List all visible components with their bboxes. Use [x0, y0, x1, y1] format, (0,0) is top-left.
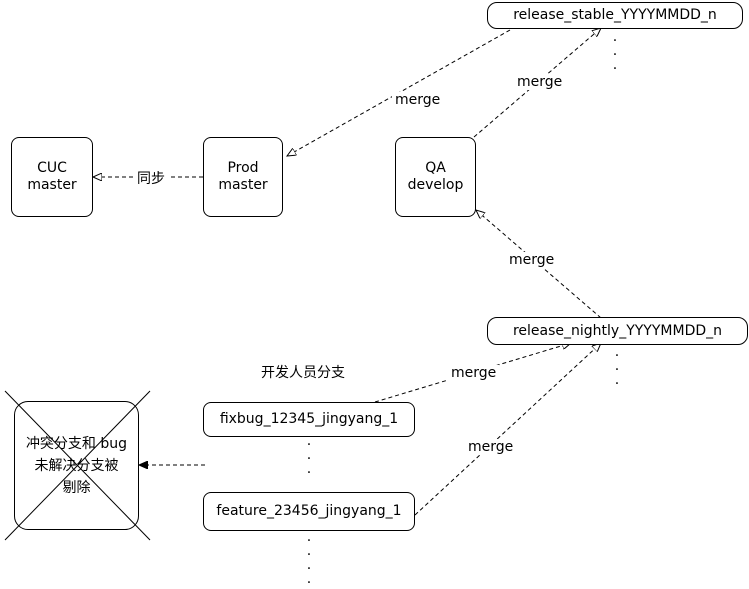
ellipsis-dot: . — [306, 461, 312, 477]
release-nightly-node[interactable]: release_nightly_YYYYMMDD_n — [487, 317, 748, 345]
stable-ellipsis: . . . — [610, 30, 620, 72]
edge-fixbug-to-nightly — [374, 343, 571, 403]
merge-label-nightly-to-qa: merge — [506, 252, 558, 268]
release-stable-node[interactable]: release_stable_YYYYMMDD_n — [487, 2, 743, 29]
sync-label: 同步 — [134, 168, 168, 188]
deleted-branches-node[interactable]: 冲突分支和 bug 未解决分支被 剔除 — [14, 401, 139, 530]
ellipsis-dot: . — [612, 57, 618, 73]
ellipsis-dot: . — [306, 447, 312, 463]
merge-label-qa-to-stable: merge — [514, 74, 566, 90]
cuc-master-node[interactable]: CUC master — [11, 137, 93, 217]
ellipsis-dot: . — [306, 571, 312, 587]
developer-branches-heading: 开发人员分支 — [261, 365, 345, 381]
ellipsis-dot: . — [612, 29, 618, 45]
ellipsis-dot: . — [614, 344, 620, 360]
ellipsis-dot: . — [306, 529, 312, 545]
merge-label-stable-to-prod: merge — [392, 92, 444, 108]
ellipsis-dot: . — [612, 43, 618, 59]
feature-ellipsis: . . . . — [304, 530, 314, 586]
feature-branch-node[interactable]: feature_23456_jingyang_1 — [203, 492, 415, 531]
ellipsis-dot: . — [306, 433, 312, 449]
ellipsis-dot: . — [306, 543, 312, 559]
qa-develop-node[interactable]: QA develop — [395, 137, 476, 217]
ellipsis-dot: . — [614, 358, 620, 374]
nightly-ellipsis: . . . — [612, 345, 622, 387]
fixbug-ellipsis: . . . — [304, 434, 314, 476]
ellipsis-dot: . — [306, 557, 312, 573]
ellipsis-dot: . — [614, 372, 620, 388]
fixbug-branch-node[interactable]: fixbug_12345_jingyang_1 — [203, 402, 415, 437]
edge-feature-to-nightly — [414, 343, 601, 516]
merge-label-feature: merge — [465, 439, 517, 455]
cross-line-2 — [4, 390, 151, 541]
merge-label-fixbug: merge — [448, 365, 500, 381]
prod-master-node[interactable]: Prod master — [203, 137, 283, 217]
